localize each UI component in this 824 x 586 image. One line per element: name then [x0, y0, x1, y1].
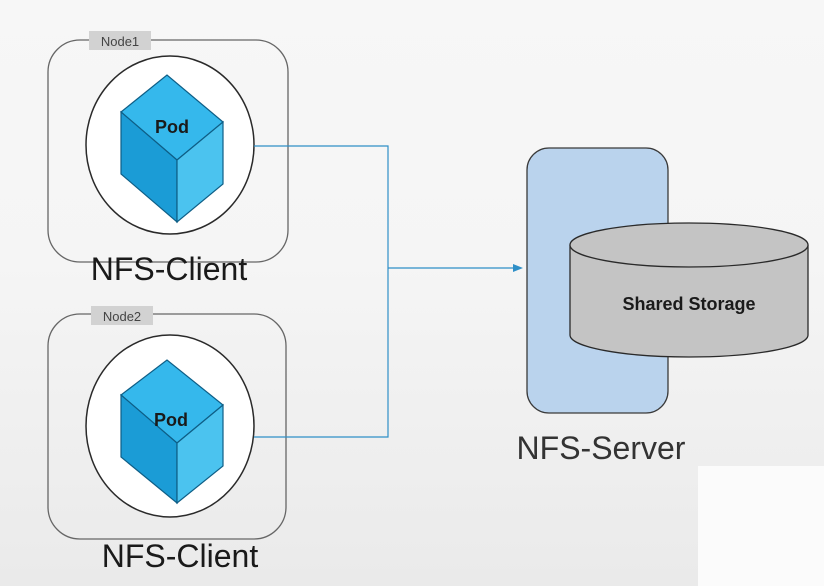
node1-tag-bg: [89, 31, 151, 50]
node1-pod-cube-icon[interactable]: Pod: [120, 74, 224, 224]
light-patch: [698, 466, 824, 586]
connector-lines: [254, 145, 523, 438]
node1-tag: Node1: [101, 34, 139, 49]
client-bus-line: [254, 145, 389, 438]
storage-top: [569, 222, 809, 268]
node2-frame: [47, 313, 287, 540]
node1-client-label: NFS-Client: [91, 251, 248, 287]
node2-pod-label: Pod: [154, 410, 188, 430]
node2-tag: Node2: [103, 309, 141, 324]
nfs-server-group: Shared Storage NFS-Server: [517, 147, 809, 466]
arrow-head-icon: [513, 264, 523, 272]
storage-body: [569, 245, 809, 358]
node2-tag-bg: [91, 306, 153, 325]
node2-client-label: NFS-Client: [102, 538, 259, 574]
node2-cube-right: [176, 403, 224, 505]
node2-group: Node2 Pod NFS-Client: [47, 306, 287, 574]
node1-cube-right: [176, 120, 224, 224]
storage-label: Shared Storage: [622, 294, 755, 314]
node1-group: Node1 Pod NFS-Client: [47, 31, 289, 287]
nfs-server-label: NFS-Server: [517, 430, 686, 466]
shared-storage-cylinder-icon[interactable]: Shared Storage: [569, 222, 809, 358]
node1-pod-label: Pod: [155, 117, 189, 137]
node1-frame: [47, 39, 289, 263]
node2-pod-cube-icon[interactable]: Pod: [120, 359, 224, 505]
